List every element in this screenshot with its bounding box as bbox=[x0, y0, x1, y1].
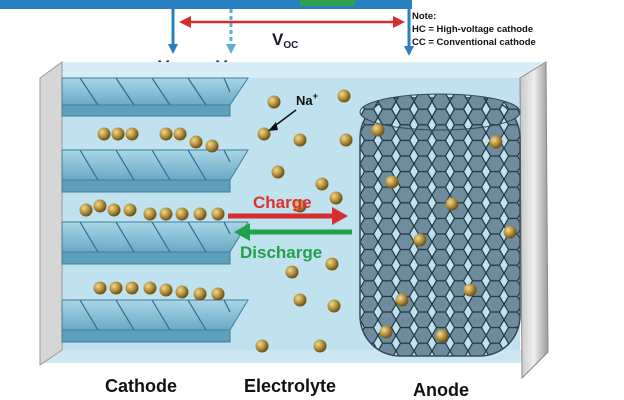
sodium-ion bbox=[503, 225, 517, 239]
sodium-ion bbox=[211, 207, 225, 221]
sodium-ion bbox=[271, 165, 285, 179]
cell-left-wall bbox=[39, 61, 63, 366]
sodium-ion bbox=[293, 293, 307, 307]
cathode-layer bbox=[61, 149, 249, 193]
sodium-ion bbox=[293, 133, 307, 147]
sodium-ion bbox=[109, 281, 123, 295]
sodium-ions bbox=[79, 89, 517, 353]
sodium-ion bbox=[445, 197, 459, 211]
top-wire bbox=[0, 0, 412, 9]
discharge-label: Discharge bbox=[240, 243, 322, 262]
hc-lead-arrow bbox=[168, 44, 178, 54]
sodium-ion bbox=[107, 203, 121, 217]
charge-arrowhead bbox=[332, 207, 348, 225]
sodium-ion bbox=[143, 207, 157, 221]
anode bbox=[359, 93, 521, 357]
sodium-ion bbox=[413, 233, 427, 247]
sodium-ion bbox=[339, 133, 353, 147]
na-pointer-arrowhead bbox=[268, 122, 278, 131]
cathode-layer bbox=[61, 77, 249, 117]
sodium-ion bbox=[255, 339, 269, 353]
sodium-ion bbox=[175, 285, 189, 299]
sodium-ion bbox=[293, 199, 307, 213]
sodium-ion bbox=[463, 283, 477, 297]
voc-arrowhead-left bbox=[179, 16, 191, 28]
sodium-ion bbox=[79, 203, 93, 217]
note-title: Note: bbox=[412, 11, 437, 22]
voc-arrowhead-right bbox=[393, 16, 405, 28]
sodium-ion bbox=[193, 287, 207, 301]
cathode-label: Cathode bbox=[105, 376, 177, 396]
sodium-ion bbox=[313, 339, 327, 353]
sodium-ion bbox=[173, 127, 187, 141]
cathode-layer bbox=[61, 221, 249, 265]
sodium-ion bbox=[371, 123, 385, 137]
sodium-ion bbox=[379, 325, 393, 339]
sodium-ion bbox=[211, 287, 225, 301]
sodium-ion bbox=[159, 207, 173, 221]
sodium-ion bbox=[395, 293, 409, 307]
sodium-ion bbox=[315, 177, 329, 191]
discharge-arrowhead bbox=[234, 223, 250, 241]
sodium-ion bbox=[385, 175, 399, 189]
note-line-hc: HC = High-voltage cathode bbox=[412, 24, 534, 35]
sodium-ion bbox=[125, 127, 139, 141]
charge-label: Charge bbox=[253, 193, 312, 212]
cathode bbox=[61, 77, 249, 343]
sodium-ion bbox=[435, 329, 449, 343]
cell-right-wall bbox=[519, 61, 549, 380]
a-lead-arrow bbox=[404, 46, 414, 56]
note-line-cc: CC = Conventional cathode bbox=[412, 37, 536, 48]
cathode-layer bbox=[61, 299, 249, 343]
anode-label: Anode bbox=[413, 380, 469, 400]
note-box: Note: HC = High-voltage cathode CC = Con… bbox=[412, 10, 536, 49]
sodium-ion bbox=[193, 207, 207, 221]
na-ion-label: Na+ bbox=[296, 91, 318, 108]
voc-label: VOC bbox=[272, 30, 298, 51]
sodium-ion bbox=[205, 139, 219, 153]
sodium-ion bbox=[285, 265, 299, 279]
sodium-ion bbox=[325, 257, 339, 271]
sodium-ion bbox=[123, 203, 137, 217]
sodium-ion bbox=[159, 127, 173, 141]
sodium-ion bbox=[111, 127, 125, 141]
sodium-ion bbox=[337, 89, 351, 103]
sodium-ion bbox=[175, 207, 189, 221]
sodium-ion bbox=[267, 95, 281, 109]
sodium-ion bbox=[143, 281, 157, 295]
cc-lead-arrow bbox=[226, 44, 236, 54]
electrolyte-label: Electrolyte bbox=[244, 376, 336, 396]
sodium-ion bbox=[329, 191, 343, 205]
sodium-ion bbox=[489, 135, 503, 149]
sodium-ion bbox=[125, 281, 139, 295]
wire-segment-green bbox=[300, 0, 355, 6]
sodium-ion bbox=[189, 135, 203, 149]
sodium-ion bbox=[97, 127, 111, 141]
sodium-ion bbox=[159, 283, 173, 297]
sodium-ion bbox=[257, 127, 271, 141]
sodium-ion bbox=[93, 281, 107, 295]
sodium-ion bbox=[327, 299, 341, 313]
sodium-ion bbox=[93, 199, 107, 213]
cell-top-face bbox=[40, 62, 544, 78]
